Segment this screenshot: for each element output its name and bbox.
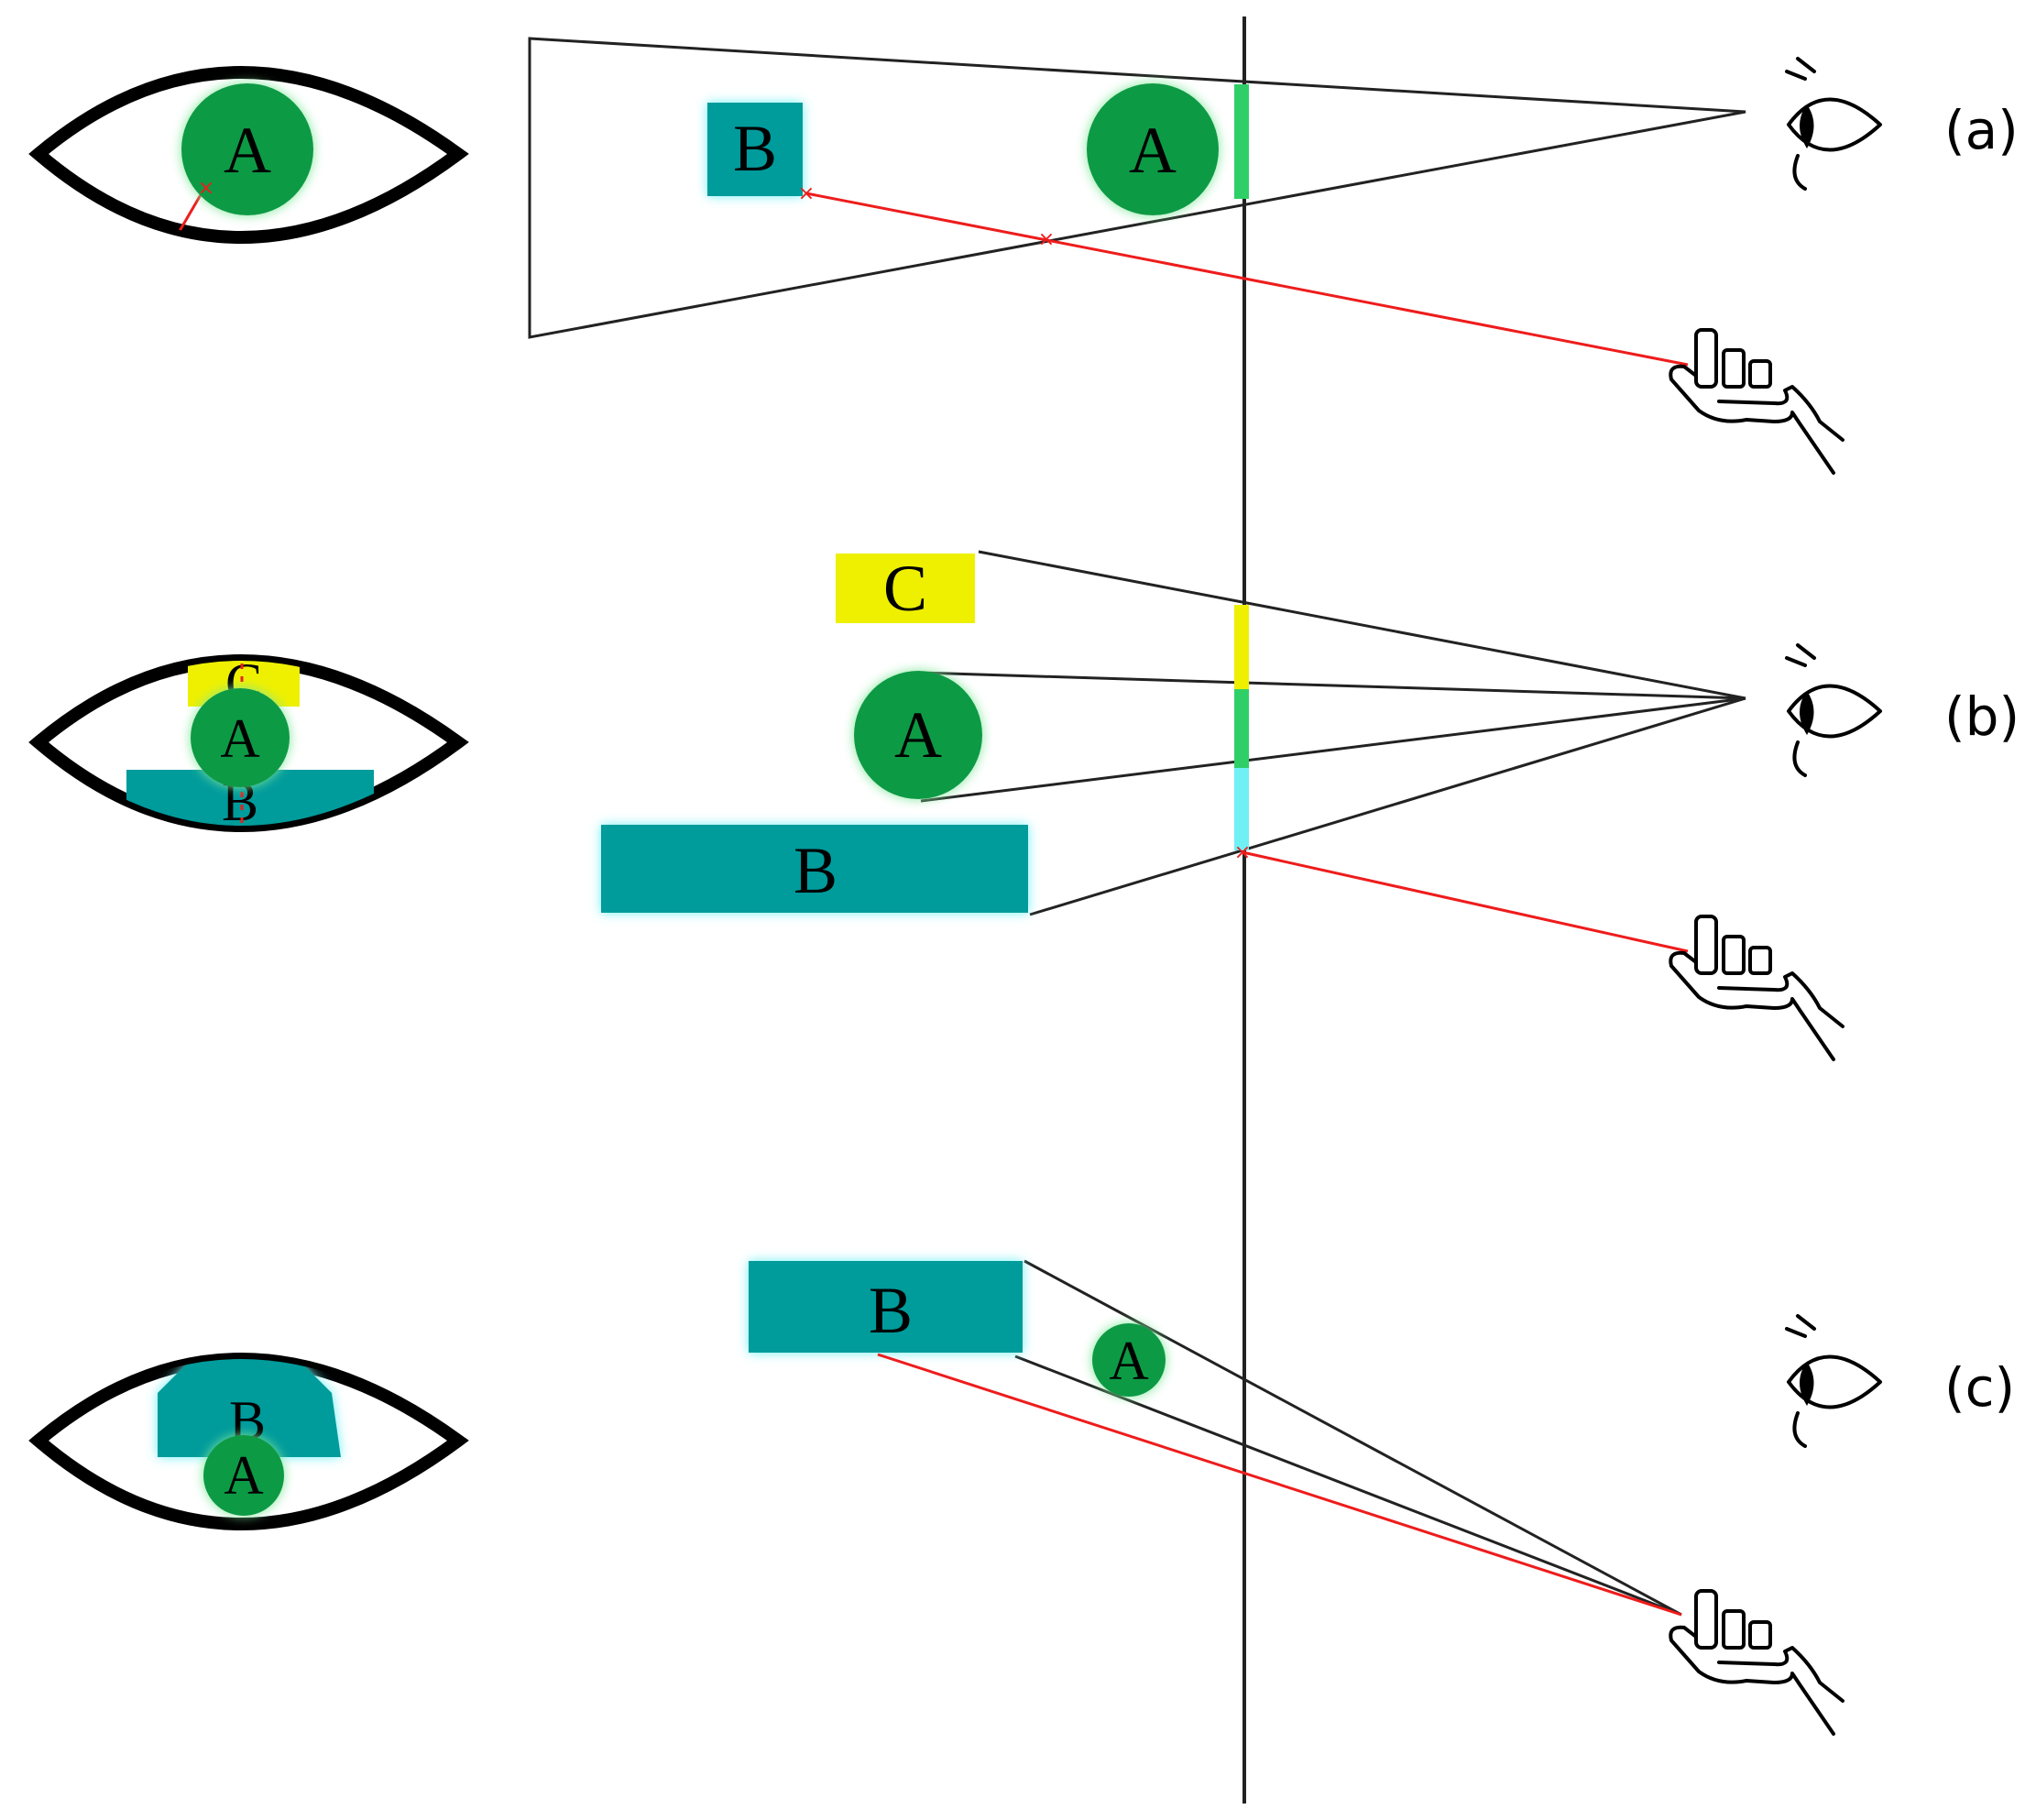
svg-text:A: A: [224, 1445, 263, 1506]
eye-a-label-a: A: [224, 114, 271, 187]
view-rays-b: [920, 550, 1746, 916]
object-b-b-label: B: [794, 834, 837, 907]
eye-icon: [1785, 57, 1882, 191]
object-c-b-label: C: [883, 552, 927, 625]
hand-controller-icon: [1669, 915, 1844, 1061]
object-c-b: [836, 554, 975, 623]
object-a-a-label: A: [1129, 114, 1177, 187]
svg-text:×: ×: [198, 177, 214, 200]
object-a-b-label: A: [894, 698, 942, 772]
object-b-b: [601, 825, 1028, 913]
eye-view-c: B A: [28, 1353, 469, 1530]
object-a-c-label: A: [1109, 1331, 1148, 1391]
object-a-c: [1092, 1323, 1166, 1397]
pointer-ray-c: [877, 1353, 1682, 1617]
projection-b-teal: [1234, 768, 1249, 850]
view-frustum-a: [528, 37, 1746, 339]
eye-a-object-a: [181, 83, 313, 215]
eye-icon: [1785, 1314, 1882, 1448]
panel-c: B A B A (c): [28, 1259, 2015, 1736]
panel-b: C B A C A B × (b): [28, 550, 2020, 1061]
object-b-a: [707, 103, 803, 196]
panel-a-label: (a): [1944, 99, 2019, 161]
pointer-ray-b: [1242, 850, 1689, 953]
object-a-a: [1087, 83, 1219, 215]
object-b-a-label: B: [733, 112, 777, 185]
object-a-b: [854, 671, 982, 799]
eye-icon: [1785, 643, 1882, 777]
panel-c-label: (c): [1944, 1356, 2015, 1419]
object-b-c: [749, 1261, 1023, 1353]
svg-text:×: ×: [798, 182, 815, 205]
projection-b-yellow: [1234, 605, 1249, 689]
svg-text:×: ×: [1234, 841, 1251, 864]
projection-a-green: [1234, 84, 1249, 199]
hand-controller-icon: [1669, 328, 1844, 475]
pointer-ray-a: [805, 192, 1689, 367]
panel-a: A × B A × × (a): [28, 37, 2019, 475]
object-b-c-label: B: [869, 1274, 913, 1347]
hand-controller-icon: [1669, 1589, 1844, 1736]
eye-view-b: C B A: [28, 654, 469, 832]
projection-b-green: [1234, 689, 1249, 768]
eye-view-a: A ×: [28, 66, 469, 244]
panel-b-label: (b): [1944, 685, 2020, 748]
svg-text:×: ×: [1038, 228, 1055, 251]
svg-text:A: A: [220, 708, 259, 769]
controller-rays-c: [1014, 1259, 1682, 1617]
